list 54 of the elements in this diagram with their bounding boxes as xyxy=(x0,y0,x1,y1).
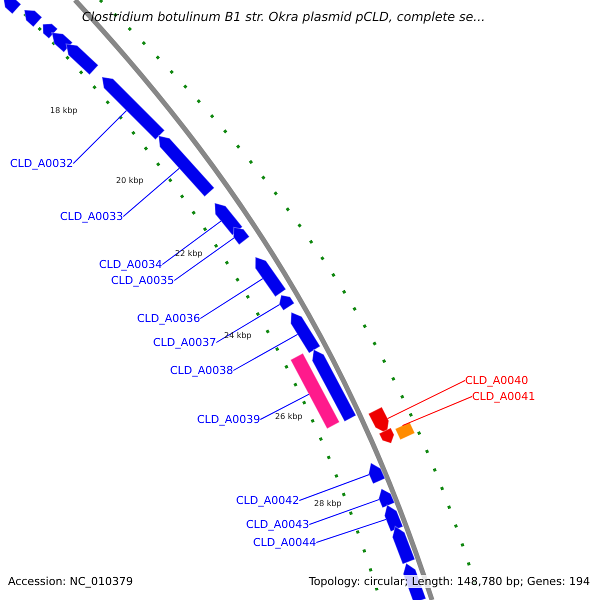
leader-line xyxy=(216,304,280,343)
gene-feature xyxy=(378,427,395,444)
gene-feature xyxy=(392,526,416,565)
gene-feature xyxy=(232,226,250,246)
leader-line xyxy=(200,278,264,319)
leader-line xyxy=(298,474,370,501)
gene-bar xyxy=(290,352,340,430)
gene-label: CLD_A0039 xyxy=(197,413,260,426)
gene-label: CLD_A0040 xyxy=(465,374,528,387)
gene-label: CLD_A0035 xyxy=(111,274,174,287)
leader-line xyxy=(316,518,386,543)
gene-feature xyxy=(368,462,386,484)
gene-label: CLD_A0044 xyxy=(253,536,316,549)
gene-feature xyxy=(254,256,287,298)
title: Clostridium botulinum B1 str. Okra plasmid pCLD, complete se... xyxy=(82,10,486,23)
scale-label: 20 kbp xyxy=(116,175,144,187)
leader-line xyxy=(402,396,472,426)
gene-feature xyxy=(101,76,166,140)
summary-text: Topology: circular; Length: 148,780 bp; Genes: 194 xyxy=(308,575,590,588)
gene-label: CLD_A0036 xyxy=(137,312,200,325)
gene-feature xyxy=(65,43,99,76)
leader-line xyxy=(174,238,234,281)
scale-label: 18 kbp xyxy=(50,105,78,117)
scale-label: 26 kbp xyxy=(275,411,303,423)
gene-label: CLD_A0042 xyxy=(236,494,300,507)
gene-feature xyxy=(290,312,321,354)
scale-label: 22 kbp xyxy=(175,248,203,260)
leader-line xyxy=(232,334,298,371)
gene-feature xyxy=(42,23,58,40)
gene-label: CLD_A0041 xyxy=(472,390,536,403)
gene-feature xyxy=(378,488,396,508)
leader-line xyxy=(260,394,310,420)
gene-label: CLD_A0037 xyxy=(153,336,216,349)
gene-label: CLD_A0032 xyxy=(10,157,74,170)
gene-label: CLD_A0043 xyxy=(246,518,310,531)
scale-label: 28 kbp xyxy=(314,498,342,510)
gene-feature xyxy=(158,135,215,198)
gene-label: CLD_A0034 xyxy=(99,258,162,271)
gene-feature xyxy=(24,9,43,28)
gene-feature xyxy=(384,504,404,532)
gene-feature xyxy=(2,0,22,15)
accession-text: Accession: NC_010379 xyxy=(8,575,134,588)
leader-line xyxy=(162,220,222,265)
gene-label: CLD_A0033 xyxy=(60,210,124,223)
gene-feature xyxy=(278,294,295,312)
leader-line xyxy=(72,110,127,164)
gene-bar xyxy=(394,422,416,440)
leader-line xyxy=(387,380,466,420)
leader-line xyxy=(122,168,180,217)
gene-label: CLD_A0038 xyxy=(170,364,234,377)
leader-line xyxy=(308,499,380,525)
gene-feature xyxy=(51,32,74,53)
gene-feature xyxy=(312,348,357,422)
gene-feature xyxy=(214,202,244,236)
